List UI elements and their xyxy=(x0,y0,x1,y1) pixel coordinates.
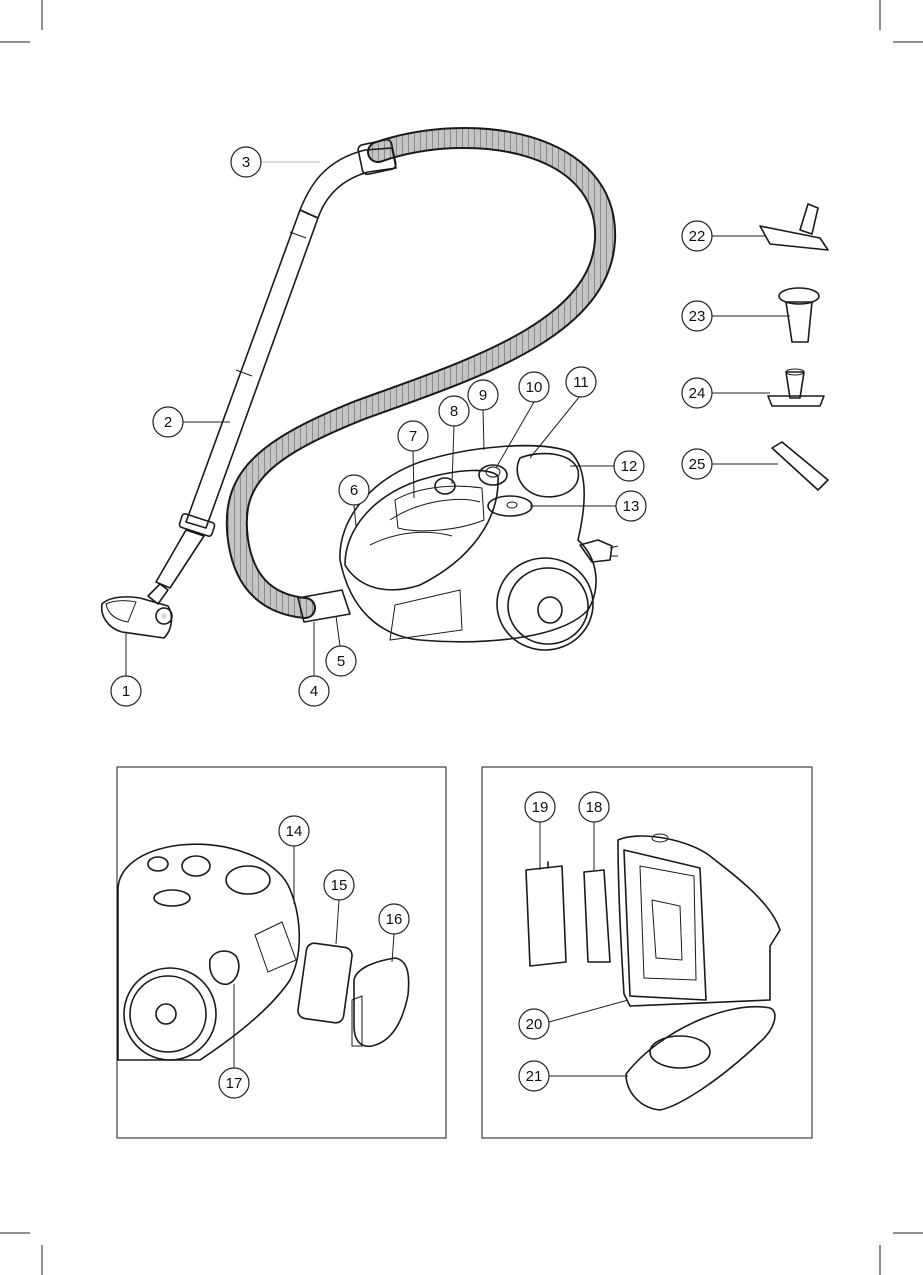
hose xyxy=(225,127,617,619)
callout-23: 23 xyxy=(681,300,713,332)
vacuum-assembly xyxy=(100,127,619,651)
filter-grille xyxy=(351,957,410,1048)
callout-16-label: 16 xyxy=(386,911,403,928)
callout-3: 3 xyxy=(230,146,262,178)
callout-25-label: 25 xyxy=(689,456,706,473)
callout-21: 21 xyxy=(518,1060,550,1092)
detail-panel-left xyxy=(116,766,447,1139)
rear-filter-detail xyxy=(117,843,301,1061)
callout-20: 20 xyxy=(518,1008,550,1040)
callout-7: 7 xyxy=(397,420,429,452)
callout-18: 18 xyxy=(578,791,610,823)
callout-14: 14 xyxy=(278,815,310,847)
callout-10: 10 xyxy=(518,371,550,403)
callout-15-label: 15 xyxy=(331,877,348,894)
callout-3-label: 3 xyxy=(242,154,250,171)
callout-12-label: 12 xyxy=(621,458,638,475)
callout-13: 13 xyxy=(615,490,647,522)
callout-20-label: 20 xyxy=(526,1016,543,1033)
accessory-crevice-tool xyxy=(771,441,829,491)
callout-25: 25 xyxy=(681,448,713,480)
callout-16: 16 xyxy=(378,903,410,935)
dust-container-base xyxy=(625,1006,776,1111)
callout-23-label: 23 xyxy=(689,308,706,325)
accessory-small-nozzle xyxy=(767,368,825,407)
callout-5-label: 5 xyxy=(337,653,345,670)
dust-container xyxy=(617,833,781,1007)
detail-panel-right xyxy=(481,766,813,1139)
callout-4: 4 xyxy=(298,675,330,707)
accessory-dusting-brush xyxy=(778,287,820,343)
telescopic-tube xyxy=(185,209,319,529)
callout-6: 6 xyxy=(338,474,370,506)
callout-9: 9 xyxy=(467,379,499,411)
callout-2-label: 2 xyxy=(164,414,172,431)
filter-pad xyxy=(297,942,353,1024)
callout-19: 19 xyxy=(524,791,556,823)
accessory-upholstery-nozzle xyxy=(759,203,829,251)
callout-10-label: 10 xyxy=(526,379,543,396)
microfilter-strip xyxy=(583,869,611,963)
callout-22-label: 22 xyxy=(689,228,706,245)
callout-5: 5 xyxy=(325,645,357,677)
callout-11-label: 11 xyxy=(573,374,589,391)
callout-2: 2 xyxy=(152,406,184,438)
callout-13-label: 13 xyxy=(623,498,640,515)
callout-7-label: 7 xyxy=(409,428,417,445)
callout-15: 15 xyxy=(323,869,355,901)
callout-8-label: 8 xyxy=(450,403,458,420)
callout-1: 1 xyxy=(110,675,142,707)
leader-lines xyxy=(125,161,790,1077)
callout-24-label: 24 xyxy=(689,385,706,402)
callout-18-label: 18 xyxy=(586,799,603,816)
callout-17: 17 xyxy=(218,1067,250,1099)
callout-1-label: 1 xyxy=(122,683,130,700)
callout-22: 22 xyxy=(681,220,713,252)
callout-6-label: 6 xyxy=(350,482,358,499)
vacuum-body xyxy=(297,444,619,651)
callout-21-label: 21 xyxy=(526,1068,543,1085)
floor-nozzle xyxy=(100,583,173,639)
callout-24: 24 xyxy=(681,377,713,409)
callout-8: 8 xyxy=(438,395,470,427)
callout-14-label: 14 xyxy=(286,823,303,840)
callout-9-label: 9 xyxy=(479,387,487,404)
exhaust-filter-cassette xyxy=(525,861,567,967)
callout-12: 12 xyxy=(613,450,645,482)
callout-11: 11 xyxy=(565,366,597,398)
callout-4-label: 4 xyxy=(310,683,318,700)
callout-17-label: 17 xyxy=(226,1075,243,1092)
callout-19-label: 19 xyxy=(532,799,549,816)
